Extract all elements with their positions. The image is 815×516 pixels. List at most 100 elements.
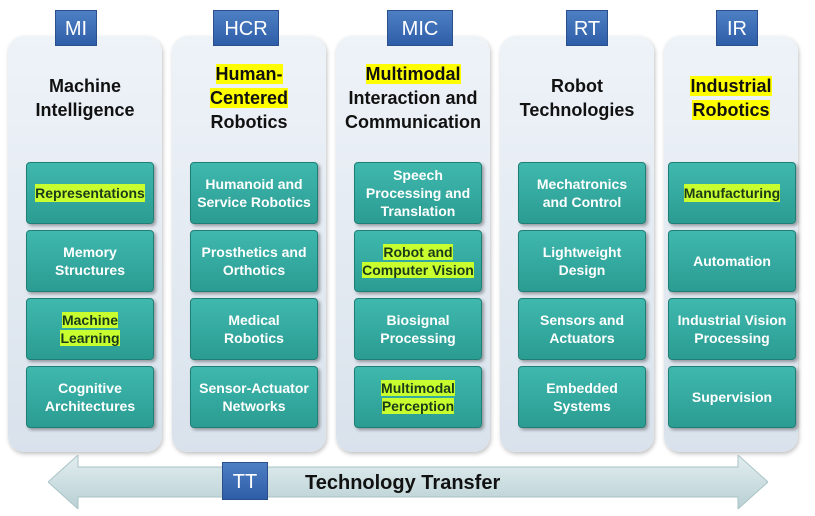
topic-label: Manufacturing [683, 184, 781, 202]
topic-box: Memory Structures [26, 230, 154, 292]
topic-line: Robotics [224, 330, 284, 346]
title-line: Robotics [692, 100, 770, 120]
topic-label: Multimodal Perception [381, 379, 455, 415]
topic-line: Embedded [546, 380, 618, 396]
column-title: Industrial Robotics [664, 74, 798, 122]
tag-mi: MI [55, 10, 97, 46]
topic-box: Representations [26, 162, 154, 224]
title-line: Interaction and [348, 88, 478, 108]
topic-box: Mechatronics and Control [518, 162, 646, 224]
topic-box: Industrial Vision Processing [668, 298, 796, 360]
title-line: Multimodal [365, 64, 461, 84]
column-mi: Machine Intelligence Representations Mem… [8, 36, 162, 452]
topic-box: Robot and Computer Vision [354, 230, 482, 292]
topic-box: Biosignal Processing [354, 298, 482, 360]
topic-line: Networks [222, 398, 286, 414]
topic-label: Industrial Vision Processing [678, 311, 787, 347]
topic-box: Embedded Systems [518, 366, 646, 428]
topic-line: Design [558, 262, 606, 278]
topic-line: Industrial Vision [677, 312, 787, 328]
topic-label: Representations [35, 184, 145, 202]
tag-hcr: HCR [213, 10, 279, 46]
tag-mic: MIC [387, 10, 453, 46]
column-ir: Industrial Robotics Manufacturing Automa… [664, 36, 798, 452]
topic-line: Structures [54, 262, 126, 278]
topic-box: Cognitive Architectures [26, 366, 154, 428]
title-line: Technologies [519, 100, 635, 120]
topic-line: and Control [542, 194, 622, 210]
column-title: Robot Technologies [500, 74, 654, 122]
topic-label: Prosthetics and Orthotics [201, 243, 306, 279]
topic-label: Sensor-Actuator Networks [199, 379, 309, 415]
title-line: Industrial [690, 76, 772, 96]
topic-box: Machine Learning [26, 298, 154, 360]
column-mic: Multimodal Interaction and Communication… [336, 36, 490, 452]
topic-line: Translation [380, 203, 456, 219]
technology-transfer-label: Technology Transfer [305, 472, 501, 494]
title-line: Robot [551, 76, 603, 96]
topic-line: Prosthetics and [201, 244, 307, 260]
topic-label: Speech Processing and Translation [366, 166, 470, 220]
topic-box: Speech Processing and Translation [354, 162, 482, 224]
topic-box: Manufacturing [668, 162, 796, 224]
topic-line: Sensor-Actuator [199, 380, 309, 396]
topic-line: Learning [60, 330, 120, 346]
title-line: Intelligence [35, 100, 135, 120]
topic-line: Cognitive [58, 380, 122, 396]
title-line: Machine [48, 76, 122, 96]
topic-line: Orthotics [222, 262, 286, 278]
topic-label: Machine Learning [60, 311, 120, 347]
topic-box: Multimodal Perception [354, 366, 482, 428]
topic-line: Sensors and [539, 312, 625, 328]
topic-box: Sensor-Actuator Networks [190, 366, 318, 428]
topic-label: Supervision [691, 389, 773, 405]
topic-line: Multimodal [381, 380, 455, 396]
topic-box: Lightweight Design [518, 230, 646, 292]
topic-label: Biosignal Processing [380, 311, 455, 347]
topic-box: Humanoid and Service Robotics [190, 162, 318, 224]
topic-line: Humanoid and [205, 176, 303, 192]
topic-label: Embedded Systems [546, 379, 618, 415]
topic-label: Automation [693, 253, 771, 269]
topic-box: Automation [668, 230, 796, 292]
column-title: Multimodal Interaction and Communication [336, 62, 490, 134]
tag-rt: RT [566, 10, 608, 46]
column-title: Machine Intelligence [8, 74, 162, 122]
topic-line: Mechatronics [536, 176, 628, 192]
topic-label: Cognitive Architectures [45, 379, 135, 415]
topic-line: Processing and [365, 185, 471, 201]
column-rt: Robot Technologies Mechatronics and Cont… [500, 36, 654, 452]
title-line: Robotics [210, 112, 288, 132]
topic-line: Biosignal [386, 312, 450, 328]
title-line: Centered [209, 88, 289, 108]
topic-line: Computer Vision [362, 262, 474, 278]
topic-label: Humanoid and Service Robotics [197, 175, 311, 211]
topic-line: Memory [63, 244, 117, 260]
topic-label: Lightweight Design [543, 243, 622, 279]
title-line: Human- [215, 64, 283, 84]
tag-tt: TT [222, 462, 268, 500]
title-line: Communication [344, 112, 481, 132]
topic-label: Mechatronics and Control [537, 175, 627, 211]
topic-label: Sensors and Actuators [540, 311, 624, 347]
topic-line: Robot and [383, 244, 453, 260]
topic-line: Lightweight [542, 244, 622, 260]
topic-label: Memory Structures [55, 243, 125, 279]
topic-label: Medical Robotics [224, 311, 284, 347]
topic-box: Sensors and Actuators [518, 298, 646, 360]
topic-line: Speech [393, 167, 443, 183]
topic-line: Service Robotics [197, 194, 311, 210]
topic-line: Processing [380, 330, 456, 346]
column-title: Human- Centered Robotics [172, 62, 326, 134]
topic-line: Processing [694, 330, 770, 346]
tag-ir: IR [716, 10, 758, 46]
column-hcr: Human- Centered Robotics Humanoid and Se… [172, 36, 326, 452]
topic-line: Architectures [44, 398, 136, 414]
topic-line: Actuators [549, 330, 615, 346]
topic-line: Perception [381, 398, 455, 414]
topic-box: Medical Robotics [190, 298, 318, 360]
topic-box: Prosthetics and Orthotics [190, 230, 318, 292]
topic-label: Robot and Computer Vision [362, 243, 474, 279]
topic-line: Systems [553, 398, 611, 414]
topic-line: Medical [228, 312, 280, 328]
